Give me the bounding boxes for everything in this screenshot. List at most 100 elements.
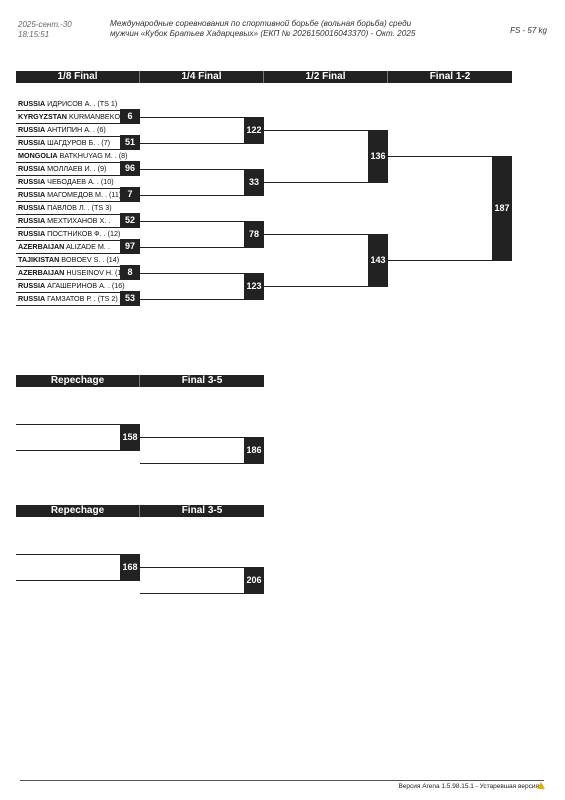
print-date-value: 2025-сент.-30: [18, 20, 72, 29]
wrestler-country: RUSSIA: [18, 281, 46, 290]
qf-line: [140, 221, 264, 222]
wrestler-country: AZERBAIJAN: [18, 268, 65, 277]
wrestler-name: KURMANBEKOV (5): [68, 112, 136, 121]
round-of-16-bout-box: 7: [120, 187, 140, 201]
wrestler-entry: AZERBAIJAN ALIZADE M. .: [18, 241, 136, 253]
entry-underline: [16, 253, 140, 254]
wrestler-name: ШАГДУРОВ Б. . (7): [47, 138, 110, 147]
repechage-line: [16, 554, 140, 555]
wrestler-country: KYRGYZSTAN: [18, 112, 67, 121]
repechage-header-2: Repechage: [16, 505, 140, 517]
wrestler-name: АНТИПИН А. . (6): [47, 125, 106, 134]
wrestler-name: АГАШЕРИНОВ А. . (16): [47, 281, 125, 290]
wrestler-name: ЧЕБОДАЕВ А. . (10): [47, 177, 114, 186]
entry-underline: [16, 214, 140, 215]
title-line-2: мужчин «Кубок Братьев Хадарцевых» (ЕКП №…: [110, 29, 416, 38]
round-of-16-bout-box: 6: [120, 109, 140, 123]
final-3-5-header-1: Final 3-5: [140, 375, 264, 387]
repechage-bout-box: 168: [120, 554, 140, 580]
wrestler-name: МАГОМЕДОВ М. . (11): [47, 190, 122, 199]
wrestler-country: MONGOLIA: [18, 151, 58, 160]
footer-divider: [20, 780, 544, 781]
final-3-5-header-2: Final 3-5: [140, 505, 264, 517]
entry-underline: [16, 149, 140, 150]
wrestler-country: TAJIKISTAN: [18, 255, 60, 264]
round-header-final: Final 1-2: [388, 71, 512, 83]
entry-underline: [16, 279, 140, 280]
sf-line: [264, 130, 388, 131]
wrestler-entry: AZERBAIJAN HUSEINOV H. (15): [18, 267, 136, 279]
entry-underline: [16, 266, 140, 267]
wrestler-name: BATKHUYAG M. . (8): [59, 151, 128, 160]
bronze-bout-box: 186: [244, 437, 264, 463]
round-header-1-2: 1/2 Final: [264, 71, 388, 83]
round-of-16-bout-box: 97: [120, 239, 140, 253]
print-date: 2025-сент.-30 18:15:51: [18, 20, 72, 40]
entry-underline: [16, 123, 140, 124]
round-of-16-bout-box: 51: [120, 135, 140, 149]
wrestler-entry: RUSSIA МЕХТИХАНОВ Х. .: [18, 215, 136, 227]
warning-icon: [537, 782, 545, 789]
wrestler-country: RUSSIA: [18, 229, 46, 238]
qf-line: [140, 143, 264, 144]
wrestler-name: ИДРИСОВ А. . (TS 1): [47, 99, 118, 108]
wrestler-entry: TAJIKISTAN BOBOEV S. . (14): [18, 254, 136, 266]
wrestler-country: RUSSIA: [18, 125, 46, 134]
wrestler-country: RUSSIA: [18, 138, 46, 147]
wrestler-entry: RUSSIA ГАМЗАТОВ Р. . (TS 2): [18, 293, 136, 305]
repechage-line: [16, 450, 140, 451]
wrestler-name: ALIZADE M. .: [65, 242, 110, 251]
wrestler-entry: MONGOLIA BATKHUYAG M. . (8): [18, 150, 136, 162]
round-of-16-bout-box: 96: [120, 161, 140, 175]
qf-line: [140, 273, 264, 274]
final-line: [388, 156, 512, 157]
entry-underline: [16, 240, 140, 241]
repechage-line: [140, 593, 264, 594]
title-line-1: Международные соревнования по спортивной…: [110, 19, 412, 28]
wrestler-name: ПАВЛОВ Л. . (TS 3): [47, 203, 112, 212]
qf-line: [140, 195, 264, 196]
round-header-1-8: 1/8 Final: [16, 71, 140, 83]
round-header-1-4: 1/4 Final: [140, 71, 264, 83]
wrestler-name: HUSEINOV H. (15): [66, 268, 128, 277]
repechage-line: [140, 437, 264, 438]
quarterfinal-bout-box: 33: [244, 169, 264, 195]
sf-line: [264, 286, 388, 287]
repechage-line: [16, 424, 140, 425]
wrestler-entry: RUSSIA ЧЕБОДАЕВ А. . (10): [18, 176, 136, 188]
final-bout-box: 187: [492, 156, 512, 260]
entry-underline: [16, 201, 140, 202]
repechage-line: [140, 463, 264, 464]
wrestler-name: МЕХТИХАНОВ Х. .: [47, 216, 111, 225]
wrestler-entry: RUSSIA ПАВЛОВ Л. . (TS 3): [18, 202, 136, 214]
entry-underline: [16, 305, 140, 306]
entry-underline: [16, 292, 140, 293]
wrestler-name: BOBOEV S. . (14): [61, 255, 120, 264]
wrestler-entry: RUSSIA ШАГДУРОВ Б. . (7): [18, 137, 136, 149]
bronze-bout-box: 206: [244, 567, 264, 593]
repechage-bout-box: 158: [120, 424, 140, 450]
wrestler-country: RUSSIA: [18, 99, 46, 108]
entry-underline: [16, 175, 140, 176]
wrestler-entry: RUSSIA ИДРИСОВ А. . (TS 1): [18, 98, 136, 110]
repechage-header-1: Repechage: [16, 375, 140, 387]
repechage-line: [140, 567, 264, 568]
wrestler-country: RUSSIA: [18, 294, 46, 303]
qf-line: [140, 117, 264, 118]
wrestler-entry: RUSSIA МАГОМЕДОВ М. . (11): [18, 189, 136, 201]
final-line: [388, 260, 512, 261]
quarterfinal-bout-box: 78: [244, 221, 264, 247]
wrestler-country: RUSSIA: [18, 190, 46, 199]
entry-underline: [16, 162, 140, 163]
entry-underline: [16, 110, 140, 111]
wrestler-country: RUSSIA: [18, 216, 46, 225]
semifinal-bout-box: 136: [368, 130, 388, 182]
sf-line: [264, 234, 388, 235]
wrestler-name: ПОСТНИКОВ Ф. . (12): [47, 229, 121, 238]
wrestler-country: RUSSIA: [18, 164, 46, 173]
qf-line: [140, 299, 264, 300]
wrestler-entry: KYRGYZSTAN KURMANBEKOV (5): [18, 111, 136, 123]
wrestler-country: RUSSIA: [18, 203, 46, 212]
wrestler-name: ГАМЗАТОВ Р. . (TS 2): [47, 294, 118, 303]
version-text: Версия Arena 1.5.98.15.1 - Устаревшая ве…: [398, 783, 539, 790]
